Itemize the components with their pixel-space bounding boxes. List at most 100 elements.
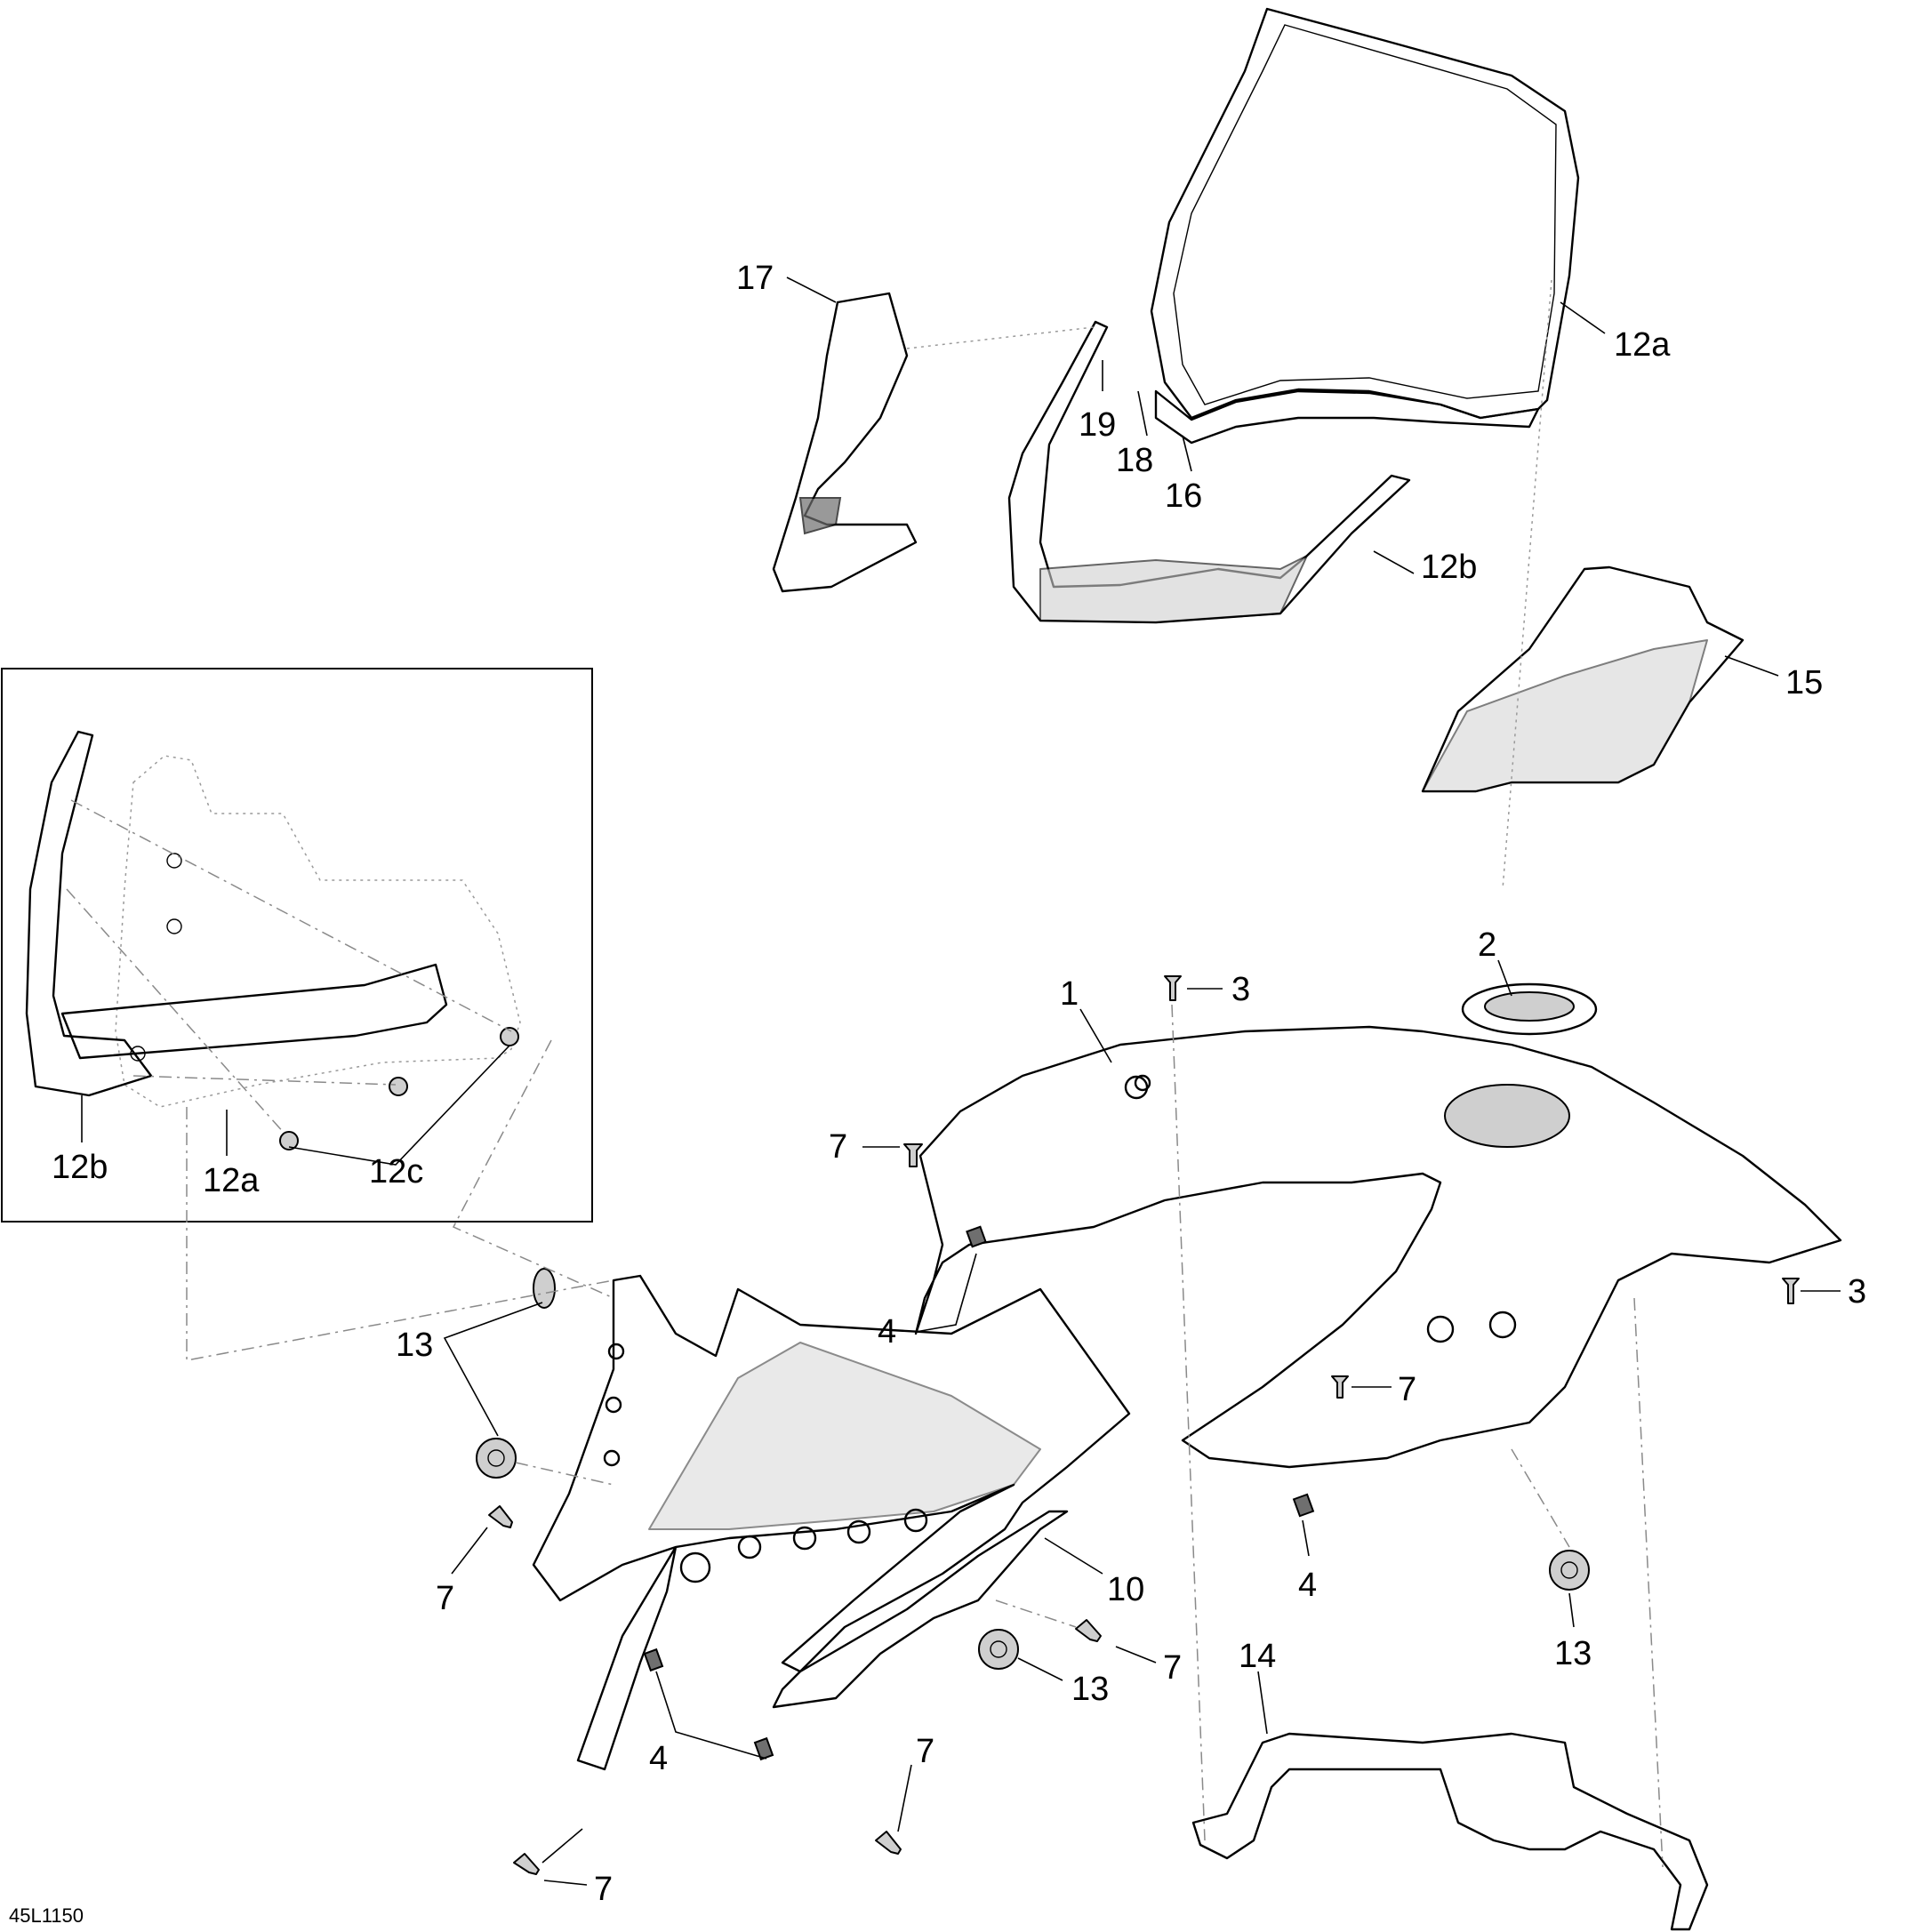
callout-18: 18	[1116, 442, 1153, 479]
windshield-inner	[1173, 24, 1557, 405]
leader-7-d	[1115, 1646, 1157, 1663]
clips-4	[643, 1225, 1315, 1761]
part-windshield-12a	[1150, 7, 1580, 445]
callout-14: 14	[1239, 1638, 1276, 1675]
part-lower-panel-10	[532, 1274, 1131, 1771]
callout-12c-inset: 12c	[369, 1153, 423, 1190]
upper-panel-cap-recess	[1444, 1084, 1570, 1148]
leader-12b	[1373, 550, 1415, 574]
callout-1: 1	[1060, 975, 1079, 1013]
screw-7-a	[903, 1143, 923, 1167]
part-ring-2	[1461, 982, 1598, 1036]
part-deflector-12b	[1007, 320, 1411, 624]
screws	[488, 975, 1800, 1875]
callout-12b-inset: 12b	[52, 1149, 108, 1186]
deflector-shade	[1039, 555, 1308, 623]
callout-7-e: 7	[916, 1733, 934, 1770]
lower-panel-body	[532, 1274, 1131, 1771]
callout-2: 2	[1478, 926, 1496, 964]
side-deflector-16-panel	[1422, 639, 1708, 792]
leader-13-left	[443, 1302, 543, 1437]
bracket-14-body	[1191, 1732, 1709, 1931]
lower-panel-hole-1	[679, 1551, 711, 1583]
callout-19: 19	[1079, 406, 1116, 444]
inset-trim	[60, 963, 448, 1060]
clip-4-c	[643, 1647, 664, 1672]
leader-4-b	[1302, 1519, 1310, 1557]
grommet-13-d	[1549, 1550, 1590, 1591]
side-deflector-15-shade	[798, 497, 842, 535]
callout-4-a: 4	[878, 1313, 896, 1351]
leader-7-g	[543, 1880, 588, 1886]
inset-deflector	[25, 730, 153, 1097]
callout-7-f: 7	[594, 1871, 613, 1908]
leader-16	[1724, 655, 1779, 677]
lower-panel-hole-5	[903, 1508, 928, 1533]
screw-3-top	[1164, 975, 1182, 1001]
leader-2	[1497, 959, 1512, 997]
grommet-13-c-hole	[990, 1640, 1007, 1658]
callout-7-c: 7	[436, 1580, 454, 1617]
part-side-deflector-16	[1421, 565, 1745, 793]
lower-panel-hole-3	[792, 1526, 817, 1551]
lower-panel-hole-6	[607, 1343, 625, 1360]
inset-washer-b	[389, 1077, 408, 1096]
inset-dash-2	[66, 888, 285, 1134]
callout-7-a: 7	[829, 1128, 847, 1166]
windshield-base	[1154, 389, 1540, 445]
callout-4-c: 4	[649, 1740, 668, 1777]
assembly-line-3-top	[1171, 1004, 1206, 1841]
screw-7-e	[875, 1831, 902, 1855]
part-upper-panel-1	[914, 1025, 1842, 1469]
callout-12a-inset: 12a	[203, 1162, 260, 1199]
lower-panel-hole-4	[846, 1519, 871, 1544]
leader-10	[1044, 1537, 1103, 1575]
upper-panel-body	[914, 1025, 1842, 1469]
deflector-body	[1007, 320, 1411, 624]
lower-panel-hole-7	[605, 1396, 622, 1414]
assembly-line-13b	[515, 1462, 614, 1486]
grommet-13-c	[978, 1629, 1019, 1670]
leader-7-c	[451, 1527, 488, 1575]
callout-13-mid: 13	[1071, 1671, 1109, 1708]
inset-windshield-outline	[115, 755, 521, 1108]
inset-frame	[1, 668, 593, 1223]
leader-18	[1137, 390, 1148, 437]
callout-16: 15	[1785, 664, 1823, 701]
leader-15	[786, 277, 837, 303]
leader-13-mid	[1017, 1657, 1063, 1681]
lower-panel-hole-8	[603, 1449, 621, 1467]
grommets-13	[476, 1268, 1590, 1670]
grommet-13-d-hole	[1560, 1561, 1578, 1579]
inset-fastener-a	[166, 853, 182, 869]
callout-leaders	[443, 277, 1841, 1886]
upper-panel-hole-2	[1134, 1074, 1151, 1092]
leader-12a	[1560, 301, 1606, 334]
leader-4-a	[915, 1253, 977, 1333]
inset-leader-12c	[288, 1045, 510, 1166]
screw-7-b	[1331, 1375, 1349, 1399]
assembly-line-3-right	[1633, 1297, 1664, 1868]
clip-4-a	[966, 1225, 987, 1248]
assembly-line-15	[906, 326, 1095, 349]
callout-7-d: 7	[1163, 1649, 1182, 1687]
clip-4-b	[1292, 1493, 1315, 1518]
leader-14	[1257, 1671, 1268, 1735]
screw-7-d	[1075, 1619, 1102, 1642]
clip-4-d	[753, 1736, 774, 1761]
grommet-13-b-hole	[487, 1449, 505, 1467]
leader-1	[1079, 1008, 1112, 1063]
callout-15: 17	[736, 260, 774, 297]
drawing-reference: 45L1150	[9, 1904, 84, 1927]
grommet-13-a	[533, 1268, 556, 1309]
inset-fastener-c	[130, 1046, 146, 1062]
assembly-line-13d	[1511, 1448, 1570, 1548]
lower-panel-shade	[648, 1342, 1041, 1530]
upper-panel-hole-4	[1488, 1311, 1517, 1339]
inset-detail	[1, 668, 593, 1223]
inset-fastener-b	[166, 918, 182, 934]
ring-2-outer	[1461, 982, 1598, 1036]
leader-13-right	[1568, 1592, 1575, 1628]
assembly-line-inset-right	[452, 1039, 614, 1299]
